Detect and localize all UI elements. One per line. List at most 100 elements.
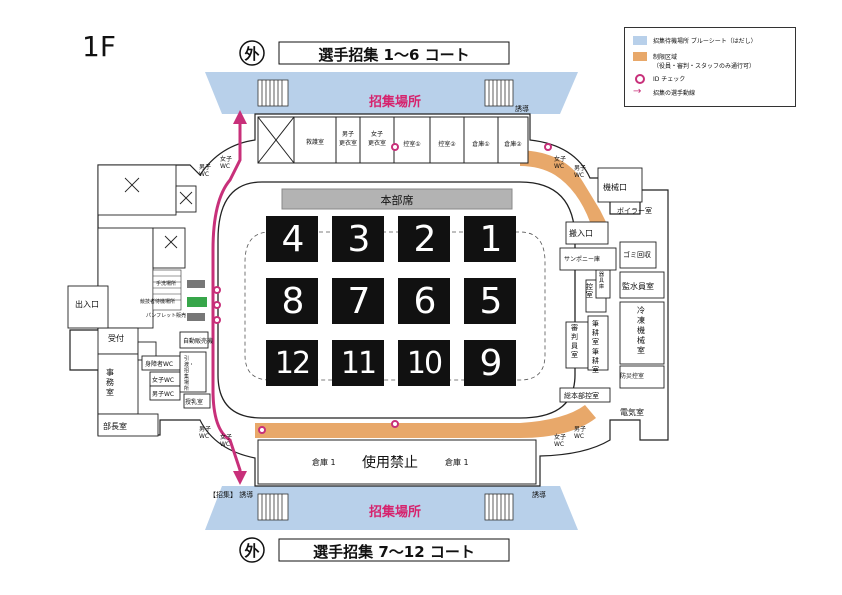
room-ctrl4: 筆耕室 — [592, 348, 599, 374]
court-number: 1 — [479, 218, 503, 260]
label-pamphlet: パンフレット販売 — [146, 313, 187, 319]
top-stairs-left — [257, 79, 289, 107]
room-ctrl3: 筆耕室 — [592, 320, 599, 346]
room-elec: 電気室 — [620, 408, 644, 417]
room-office: 事務室 — [106, 368, 114, 397]
label-hand-wash: 手洗場所 — [156, 281, 177, 287]
legend-row-route: → 招集の選手動線 — [633, 86, 696, 98]
court-7: 7 — [332, 278, 384, 324]
id-check-icon — [391, 420, 399, 428]
guide-bottom-right: 誘導 — [532, 491, 546, 499]
court-number: 11 — [340, 345, 377, 381]
room-store-2: 倉庫② — [504, 141, 522, 148]
id-check-icon — [544, 143, 552, 151]
hq-seat-label: 本部席 — [380, 194, 414, 207]
legend-label-gather: 招集待機場所 ブルーシート（はだし） — [653, 38, 757, 45]
hand-wash-area — [187, 297, 207, 307]
arena-inner-line — [244, 231, 546, 381]
court-number: 6 — [413, 280, 437, 322]
route-top — [211, 120, 242, 330]
wc-bottom-right-male: 男子 WC — [574, 426, 587, 440]
court-number: 12 — [274, 345, 311, 381]
top-banner-circle: 外 — [244, 45, 260, 63]
court-12: 12 — [266, 340, 318, 386]
restricted-corridor-bottom — [255, 405, 596, 438]
court-8: 8 — [266, 278, 318, 324]
legend-swatch-blue — [633, 36, 647, 45]
room-ctrl2: 審判員室 — [571, 324, 578, 359]
guide-bottom-left: 【招集】 誘導 — [209, 491, 254, 499]
court-2: 2 — [398, 216, 450, 262]
legend-label-restricted-sub: （役員・審判・スタッフのみ通行可） — [653, 63, 756, 70]
top-banner — [239, 40, 510, 66]
wc-bottom-left-female: 女子 WC — [220, 434, 233, 448]
room-fire: 防災控室 — [620, 373, 645, 380]
id-checks — [213, 286, 399, 434]
wc-bottom-right-female: 女子 WC — [554, 434, 567, 448]
pamphlet-counter — [187, 313, 205, 321]
legend-row-id: ID チェック — [633, 74, 685, 86]
court-number: 9 — [479, 342, 503, 384]
room-machine: 機械口 — [603, 183, 627, 192]
legend-swatch-orange — [633, 52, 647, 61]
room-female-wc: 女子WC — [152, 377, 175, 384]
legend-label-route: 招集の選手動線 — [653, 90, 696, 97]
id-check-icon — [635, 74, 645, 84]
room-female-change: 女子 更衣室 — [367, 131, 386, 147]
room-hq-wait: 総本部控室 — [564, 392, 599, 400]
wc-top-left-male: 男子 WC — [199, 164, 212, 178]
court-6: 6 — [398, 278, 450, 324]
room-wait-1: 控室① — [403, 141, 421, 148]
room-male-change: 男子 更衣室 — [338, 131, 357, 147]
court-9: 9 — [464, 340, 516, 386]
wc-top-left-female: 女子 WC — [220, 156, 233, 170]
room-ctrl1: 控室 — [586, 283, 593, 299]
wc-bottom-left-male: 男子 WC — [199, 426, 212, 440]
room-director: 部長室 — [103, 422, 127, 431]
bottom-banner-text: 選手招集 7〜12 コート — [313, 543, 475, 561]
room-medical: 救護室 — [305, 139, 324, 146]
room-cooling: 冷凍機械室 — [637, 306, 645, 355]
room-store-1: 倉庫① — [472, 141, 490, 148]
id-check-icon — [213, 286, 221, 294]
hq-seat — [281, 188, 513, 210]
legend-row-gather: 招集待機場所 ブルーシート（はだし） — [633, 36, 757, 45]
room-vending: 自動販売機 — [183, 338, 214, 345]
id-check-icon — [213, 301, 221, 309]
route-arrow-top-icon — [233, 110, 247, 124]
id-check-icon — [213, 316, 221, 324]
legend-row-restricted: 制限区域 （役員・審判・スタッフのみ通行可） — [633, 52, 755, 70]
court-5: 5 — [464, 278, 516, 324]
court-number: 3 — [347, 218, 371, 260]
court-number: 2 — [413, 218, 437, 260]
bottom-banner — [239, 537, 510, 563]
room-boiler: ボイラー室 — [617, 207, 652, 215]
bottom-store-right: 倉庫 1 — [445, 458, 469, 467]
room-ctrl5: 器具庫 — [599, 272, 605, 290]
legend-label-id: ID チェック — [653, 76, 686, 83]
id-check-icon — [258, 426, 266, 434]
bottom-storage-block — [257, 439, 537, 485]
guide-top-right: 誘導 — [515, 105, 529, 113]
room-storage: 引渡・招集場所 — [184, 356, 195, 392]
label-gather-change: 競技者待機場所 — [140, 299, 176, 305]
left-rooms — [67, 164, 211, 437]
court-10: 10 — [398, 340, 450, 386]
top-room-row — [257, 116, 529, 164]
room-nursing: 授乳室 — [185, 399, 204, 406]
top-stairs-right — [484, 79, 514, 107]
bottom-stairs-left — [257, 493, 289, 521]
athlete-route — [211, 120, 242, 475]
court-number: 8 — [281, 280, 305, 322]
left-stairs — [152, 269, 182, 311]
court-3: 3 — [332, 216, 384, 262]
top-banner-text: 選手招集 1〜6 コート — [318, 46, 470, 64]
bottom-stairs-right — [484, 493, 514, 521]
wc-top-right-male: 男子 WC — [574, 165, 587, 179]
room-entry: 搬入口 — [569, 229, 593, 238]
arrow-icon: → — [633, 86, 642, 97]
room-disabled-wc: 身障者WC — [145, 361, 174, 368]
legend: 招集待機場所 ブルーシート（はだし） 制限区域 （役員・審判・スタッフのみ通行可… — [624, 27, 796, 107]
id-checks-top — [391, 143, 552, 151]
